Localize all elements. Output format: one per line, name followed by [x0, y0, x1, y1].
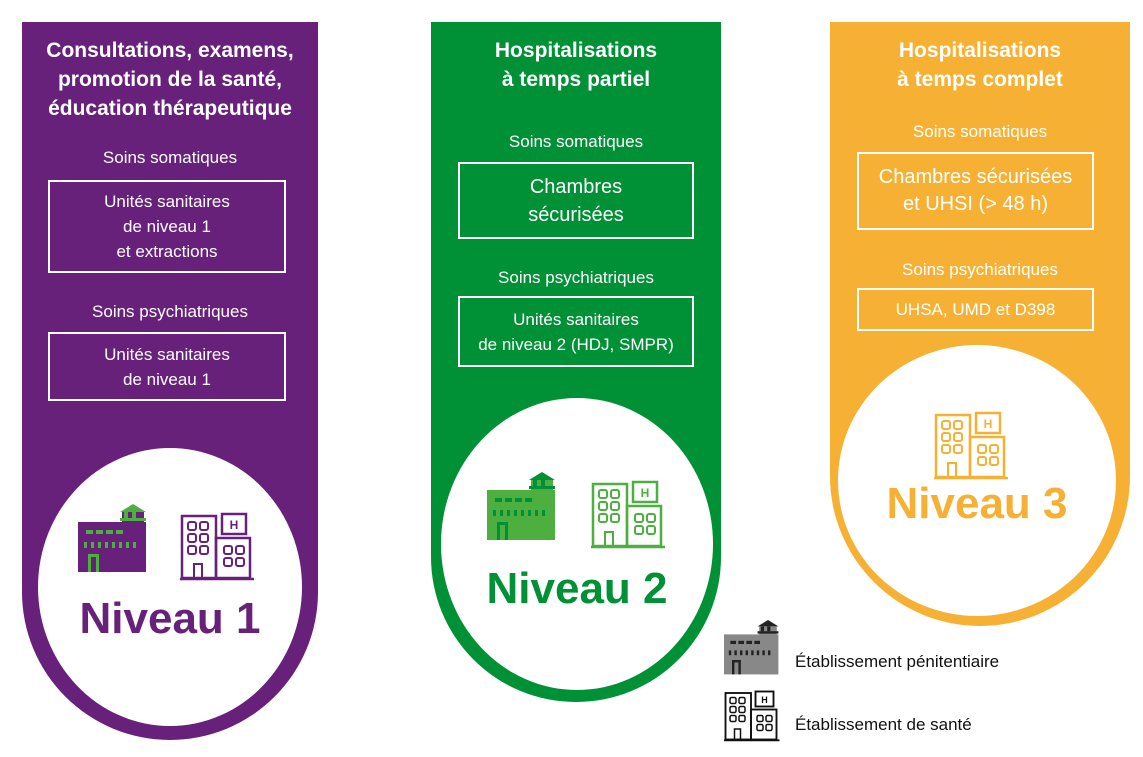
- svg-text:H: H: [230, 518, 239, 532]
- level-3-somatic-label: Soins somatiques: [912, 122, 1048, 141]
- level-1-title: Consultations, examens, promotion de la …: [46, 39, 294, 120]
- level-2-circle: H Niveau 2: [441, 398, 713, 690]
- level-1-column: Consultations, examens, promotion de la …: [22, 22, 318, 740]
- prison-icon: [78, 504, 153, 579]
- level-3-label: Niveau 3: [886, 479, 1068, 528]
- level-3-somatic-box: Chambres sécurisées et UHSI (> 48 h): [857, 152, 1094, 230]
- level-1-circle: H Niveau 1: [38, 448, 302, 726]
- level-3-title: Hospitalisations à temps complet: [897, 39, 1063, 91]
- level-2-somatic-label: Soins somatiques: [508, 132, 644, 151]
- prison-icon: [487, 472, 562, 547]
- hospital-icon: H: [934, 411, 1014, 486]
- level-2-title: Hospitalisations à temps partiel: [494, 39, 658, 91]
- level-2-somatic-box: Chambres sécurisées: [458, 162, 694, 239]
- legend-hospital-label: Établissement de santé: [795, 715, 972, 734]
- legend-prison-label: Établissement pénitentiaire: [795, 652, 1000, 671]
- level-1-label: Niveau 1: [79, 594, 261, 643]
- svg-text:H: H: [984, 417, 993, 431]
- level-3-psy-box: UHSA, UMD et D398: [857, 288, 1094, 331]
- level-2-column: Hospitalisations à temps partiel Soins s…: [431, 22, 721, 702]
- legend-prison-icon: [724, 620, 784, 680]
- hospital-icon: H: [591, 480, 671, 555]
- level-3-psy-label: Soins psychiatriques: [902, 260, 1058, 279]
- level-3-column: Hospitalisations à temps complet Soins s…: [830, 22, 1130, 626]
- level-3-circle: H Niveau 3: [838, 345, 1116, 616]
- hospital-icon: H: [180, 512, 260, 587]
- level-1-somatic-label: Soins somatiques: [102, 148, 238, 167]
- svg-text:H: H: [641, 486, 650, 500]
- level-1-psy-label: Soins psychiatriques: [92, 302, 248, 321]
- legend-hospital-icon: H: [724, 690, 784, 746]
- svg-text:H: H: [761, 695, 768, 705]
- level-2-psy-label: Soins psychiatriques: [498, 268, 654, 287]
- level-1-psy-box: Unités sanitaires de niveau 1: [48, 332, 286, 401]
- level-2-psy-box: Unités sanitaires de niveau 2 (HDJ, SMPR…: [458, 296, 694, 367]
- level-2-label: Niveau 2: [486, 564, 668, 613]
- level-1-somatic-box: Unités sanitaires de niveau 1 et extract…: [48, 180, 286, 273]
